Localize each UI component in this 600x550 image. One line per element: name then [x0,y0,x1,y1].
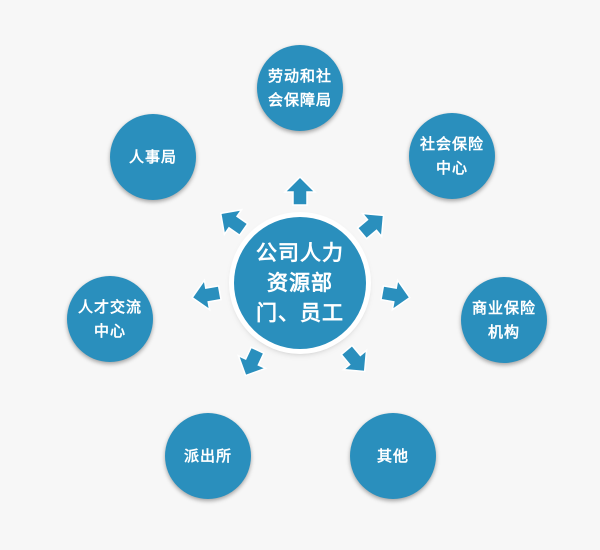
node-other: 其他 [350,413,436,499]
center-label: 公司人力资源部门、员工 [256,241,344,325]
node-talent-center: 人才交流中心 [67,276,153,362]
center-node: 公司人力资源部门、员工 [234,217,366,349]
arrow-to-commercial-insurance [380,278,411,312]
arrow-to-personnel-bureau [219,208,249,237]
arrow-to-labor-bureau [283,175,317,206]
node-police-station: 派出所 [165,413,251,499]
arrow-to-other [340,344,368,373]
node-personnel-bureau: 人事局 [110,114,196,200]
node-label: 其他 [376,447,409,465]
node-label: 社会保险中心 [420,135,485,177]
node-label: 人事局 [128,148,177,166]
node-label: 商业保险机构 [472,299,537,341]
node-commercial-insurance: 商业保险机构 [461,277,547,363]
node-label: 派出所 [183,447,232,465]
node-social-insurance-center: 社会保险中心 [409,113,495,199]
arrow-to-police-station [237,346,268,377]
node-labor-bureau: 劳动和社会保障局 [257,45,343,131]
arrow-to-social-insurance-center [356,212,385,240]
node-label: 人才交流中心 [78,298,143,340]
arrow-to-talent-center [191,278,222,312]
node-label: 劳动和社会保障局 [268,67,333,109]
